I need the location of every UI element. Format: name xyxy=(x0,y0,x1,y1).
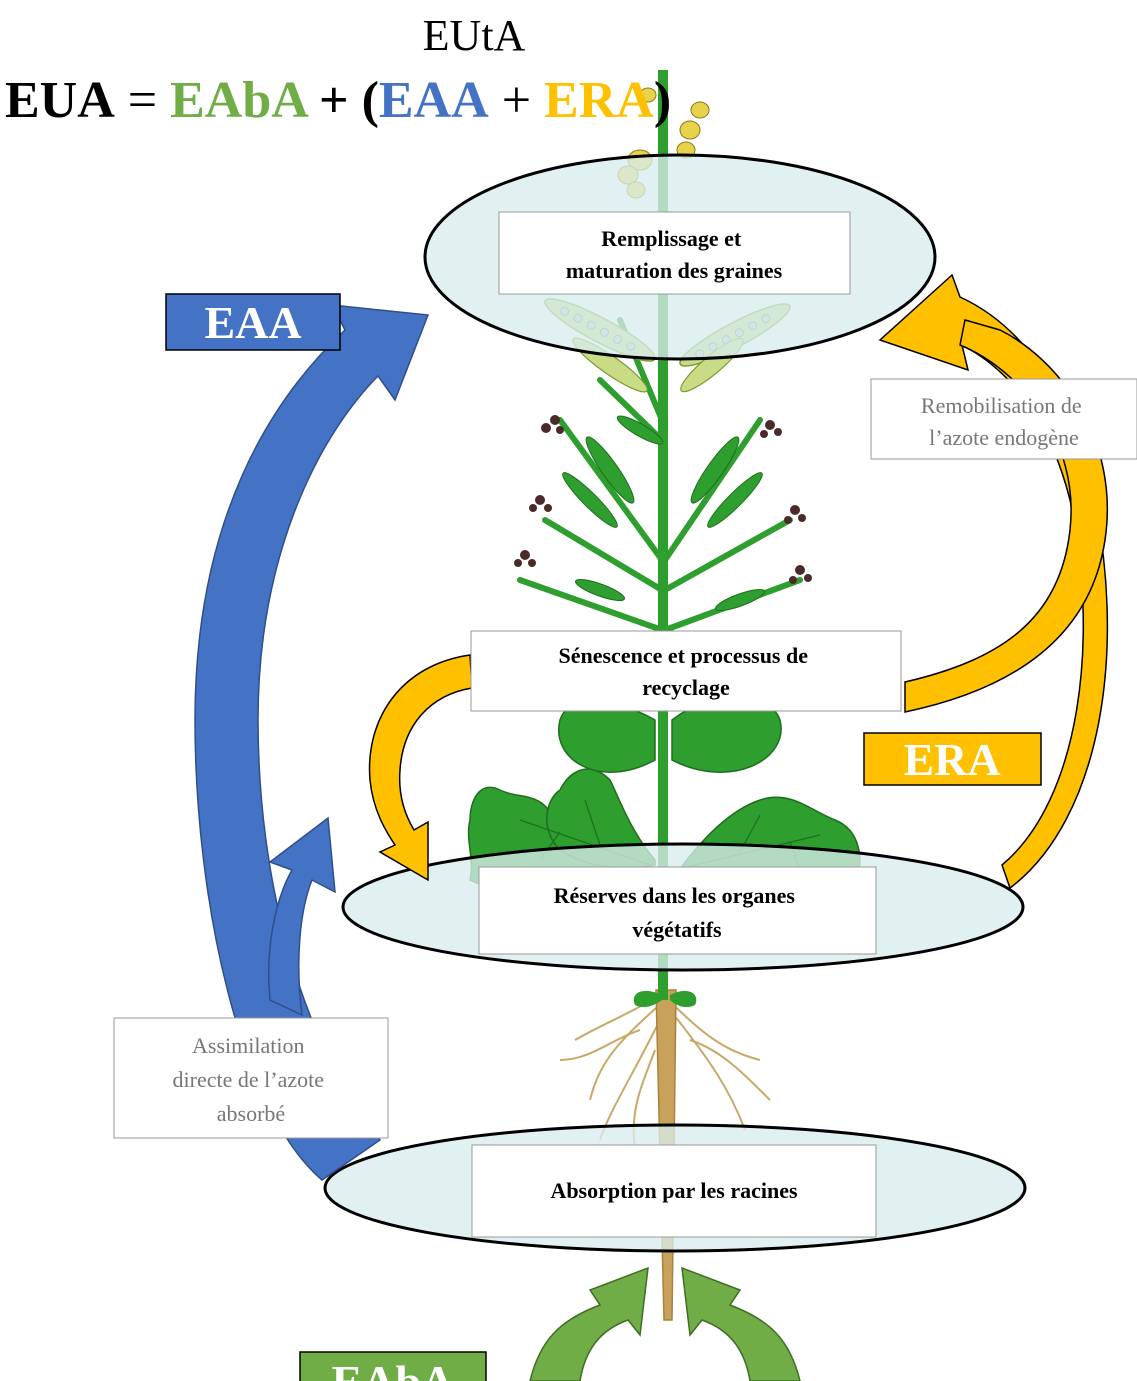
roots xyxy=(559,989,771,1151)
assimilation-box-line-1: Assimilation xyxy=(192,1033,304,1058)
equation-equals: = xyxy=(115,72,170,129)
equation-close: ) xyxy=(654,72,671,129)
mid-left-leaf xyxy=(557,700,656,773)
eaa-label: EAA xyxy=(165,293,341,351)
branch-leaves xyxy=(562,415,766,612)
seeds-box: Remplissage et maturation des graines xyxy=(498,211,851,295)
equation-eaa: EAA xyxy=(379,72,489,129)
gold-small-arrow xyxy=(368,654,473,882)
equation-eaba: EAbA xyxy=(170,72,309,129)
assimilation-box-line-3: absorbé xyxy=(217,1101,285,1126)
equation: EUA = EAbA + (EAA + ERA) xyxy=(5,72,671,129)
assimilation-box-line-2: directe de l’azote xyxy=(173,1067,324,1092)
reserves-box-line-1: Réserves dans les organes xyxy=(554,883,796,908)
svg-text:Réserves dans les organes: Réserves dans les organes végétatifs xyxy=(554,883,801,942)
seeds-box-line-1: Remplissage et xyxy=(601,226,742,251)
blue-small-arrow xyxy=(267,816,336,1017)
svg-text:Remobilisation de l’azot: Remobilisation de l’azote endogène xyxy=(921,393,1087,450)
seeds-box-line-2: maturation des graines xyxy=(566,258,783,283)
svg-text:Assimilation directe de: Assimilation directe de l’azote absorbé xyxy=(173,1033,330,1126)
senescence-box-line-2: recyclage xyxy=(642,675,730,700)
senescence-box-line-1: Sénescence et processus de xyxy=(559,643,809,668)
equation-plus: + xyxy=(489,72,544,129)
eaa-label-text: EAA xyxy=(204,297,301,348)
era-label: ERA xyxy=(863,732,1042,786)
title-euta: EUtA xyxy=(423,11,526,60)
remobilisation-box: Remobilisation de l’azote endogène xyxy=(870,378,1137,460)
reserves-box-line-2: végétatifs xyxy=(632,917,722,942)
equation-plus-open: + ( xyxy=(306,72,379,129)
remobilisation-box-line-1: Remobilisation de xyxy=(921,393,1082,418)
absorption-box-line-1: Absorption par les racines xyxy=(550,1178,798,1203)
equation-era: ERA xyxy=(544,72,654,129)
eaba-label: EAbA xyxy=(299,1351,487,1381)
equation-eua: EUA xyxy=(5,72,115,129)
era-label-text: ERA xyxy=(903,734,1000,785)
eaba-label-text: EAbA xyxy=(332,1356,455,1381)
flower-buds xyxy=(514,415,812,584)
main-stem xyxy=(658,70,668,1000)
svg-text:Remplissage et maturatio: Remplissage et maturation des graines xyxy=(566,226,783,283)
remobilisation-box-line-2: l’azote endogène xyxy=(929,425,1079,450)
svg-text:Sénescence et processus de: Sénescence et processus de recyclage xyxy=(559,643,814,700)
svg-text:Absorption par les racines: Absorption par les racines xyxy=(550,1178,798,1203)
green-left-arrow xyxy=(529,1266,649,1381)
assimilation-box: Assimilation directe de l’azote absorbé xyxy=(113,1017,389,1139)
absorption-box: Absorption par les racines xyxy=(471,1144,877,1238)
senescence-box: Sénescence et processus de recyclage xyxy=(470,630,902,712)
green-right-arrow xyxy=(681,1266,801,1381)
reserves-box: Réserves dans les organes végétatifs xyxy=(478,866,877,955)
